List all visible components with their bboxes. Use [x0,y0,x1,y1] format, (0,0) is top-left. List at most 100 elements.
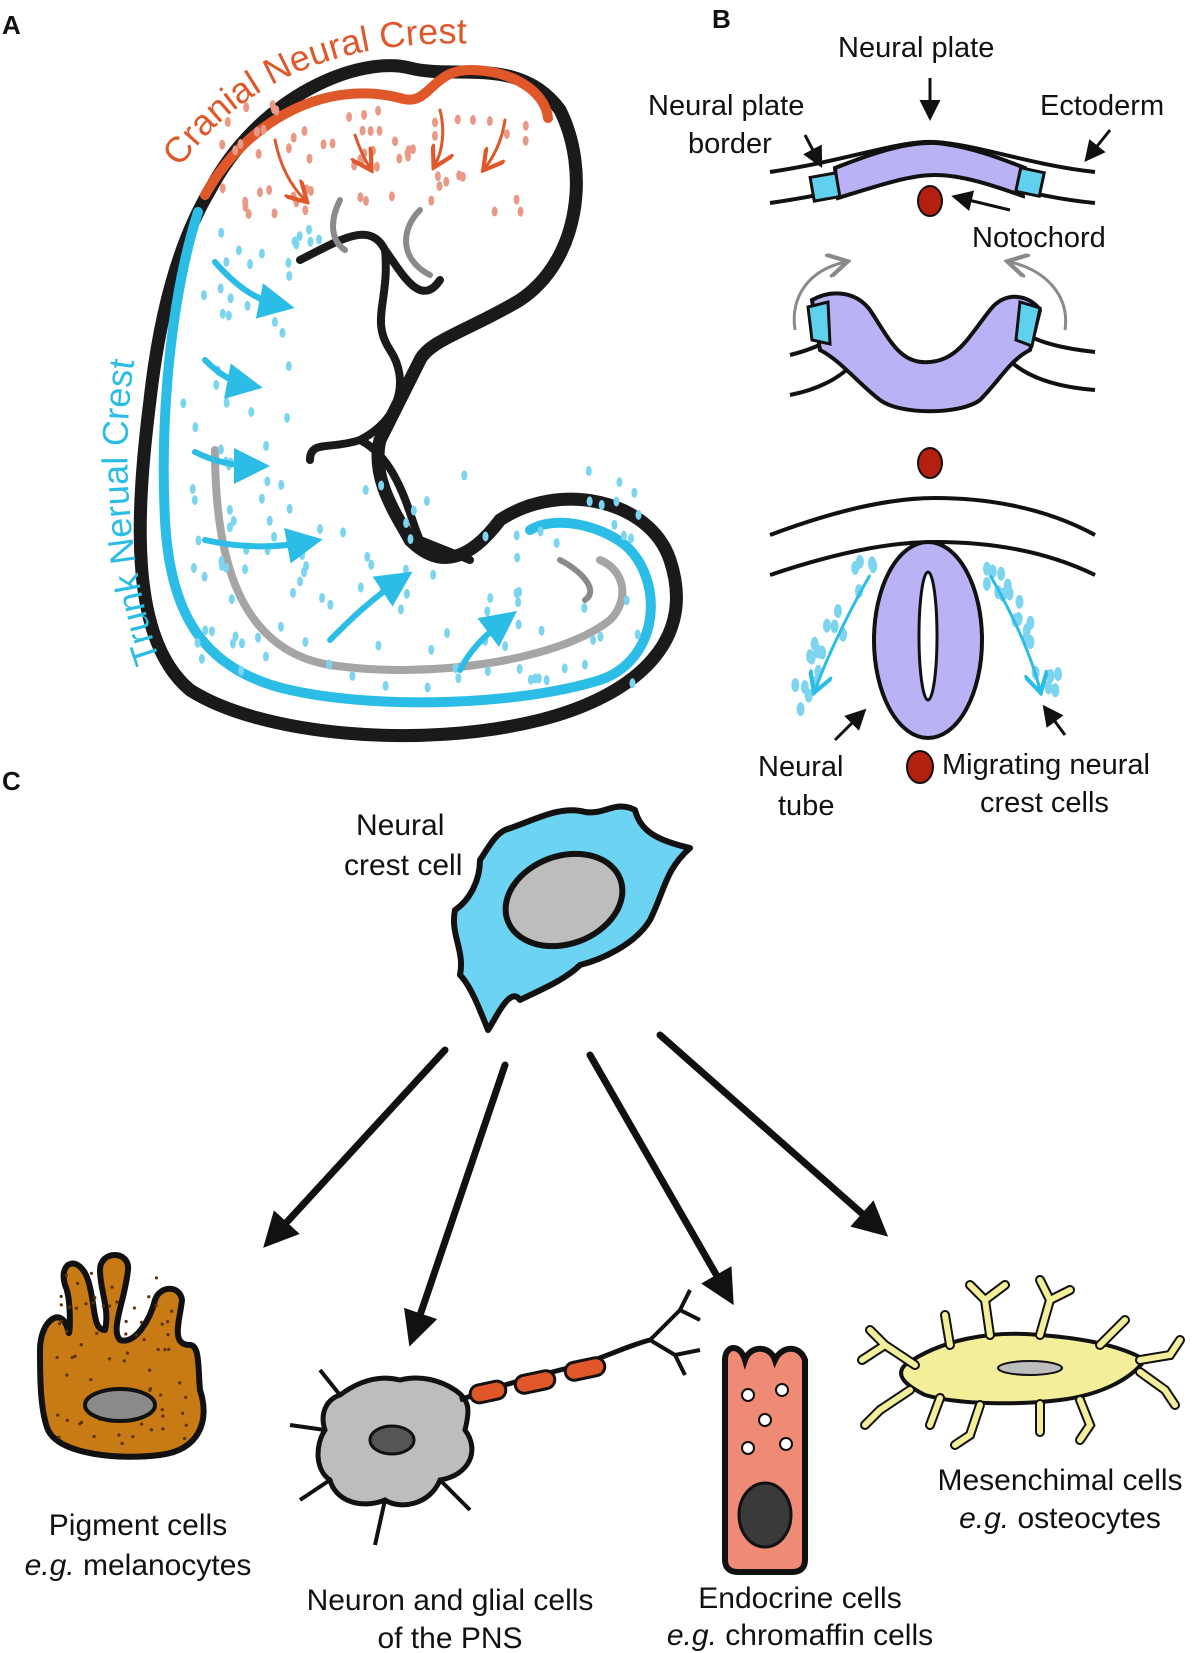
label-neural-plate-border-2: border [688,128,772,160]
migrating-crest-cell [806,649,815,664]
melanin-granule [156,1347,160,1352]
trunk-crest-cell [296,231,303,242]
cranial-crest-cell [376,125,383,136]
trunk-crest-cell [623,595,630,606]
arrow-to-endocrine [586,1051,734,1306]
cranial-crest-cell [363,195,370,206]
label-migrating-2: crest cells [980,787,1109,819]
melanin-granules [55,1271,188,1446]
fate-mesenchymal-example: e.g. osteocytes [959,1502,1161,1535]
trunk-crest-cell [271,317,278,328]
cranial-crest-cell [320,139,327,150]
trunk-crest-cell [201,571,208,582]
trunk-crest-cell [378,480,385,491]
cranial-crest-cell [456,170,463,181]
trunk-crest-cell [634,629,641,640]
secretory-granule [741,1441,755,1455]
osteocyte-process [1097,1317,1128,1348]
cranial-crest-cell [224,116,231,127]
neuron-cell [289,1289,701,1546]
melanin-granule [147,1368,152,1372]
trunk-crest-cell [628,533,635,544]
cranial-migration-arrows [273,108,507,200]
migrating-crest-cell [830,619,839,634]
trunk-crest-cell [226,522,233,533]
trunk-crest-cell [192,422,199,433]
melanin-granule [101,1304,105,1308]
osteocyte-process [1137,1337,1183,1363]
trunk-crest-cell [327,599,334,610]
panel-c: C Neural crest cell [2,766,1185,1653]
melanin-granule [134,1333,138,1337]
trunk-crest-cell [484,666,491,677]
trunk-crest-cell [535,673,542,684]
neural-plate-border-right [1013,165,1047,199]
melanin-granule [92,1434,96,1439]
trunk-crest-cell [263,440,270,451]
trunk-crest-cell [278,479,285,490]
trunk-arrow [202,528,323,564]
endocrine-cell [722,1345,808,1575]
trunk-crest-cell [180,398,187,409]
migrating-crest-cell [999,587,1008,602]
cranial-crest-cell [301,126,308,137]
migrating-crest-cell [814,644,823,659]
cranial-crest-cell [245,208,252,219]
cranial-crest-cell [302,205,309,216]
trunk-crest-cell [277,621,284,632]
pointer-notochord [951,190,1011,212]
trunk-crest-cell [364,551,371,562]
cranial-crest-cell [266,185,273,196]
osteocyte-process [927,1395,943,1428]
trunk-crest-cell [613,496,620,507]
migrating-crest-cell [1046,669,1055,684]
trunk-crest-cell [543,675,550,686]
trunk-crest-cell [198,653,205,664]
cranial-crest-cell [219,139,226,150]
melanin-granule [131,1435,135,1439]
trunk-crest-cell [235,245,242,256]
trunk-crest-cell [285,361,292,372]
osteocyte-process [862,1387,913,1428]
trunk-crest-cell [616,477,623,488]
embryo-outline [133,59,683,743]
osteocyte-process [942,1312,953,1348]
trunk-crest-cell [515,619,522,630]
melanin-granule [84,1302,88,1306]
trunk-crest-cell [217,283,224,294]
cranial-crest-cell [306,153,313,164]
mesenchymal-cell [857,1275,1185,1450]
trunk-crest-cell [368,559,375,570]
cranial-crest-cell [454,114,461,125]
cranial-crest-cell [436,181,443,192]
trunk-crest-cell [219,308,226,319]
osteocyte-process [982,1282,1008,1303]
cranial-crest-cell [271,208,278,219]
trunk-crest-cell [232,631,239,642]
cranial-crest-cell [242,201,249,212]
trunk-crest-cell [461,470,468,481]
cranial-crest-cell [517,206,524,217]
trunk-crest-cell [403,588,410,599]
trunk-crest-cell [289,587,296,598]
cranial-crest-cell [359,125,366,136]
trunk-crest-cell [407,534,414,545]
cranial-crest-cell [434,171,441,182]
melanin-granule [93,1296,97,1300]
melanin-granule [64,1273,68,1277]
trunk-crest-cell [258,248,265,259]
melanin-granule [74,1306,79,1310]
pointer-neural-tube [833,708,867,742]
melanin-granule [79,1420,84,1424]
myelin-sheath [563,1356,607,1382]
melanin-granule [158,1393,163,1397]
trunk-crest-cell [516,663,523,674]
trunk-crest-cell [423,496,430,507]
trunk-crest-cell [424,682,431,693]
trunk-crest-cell [218,227,225,238]
migrating-crest-cell [833,604,842,619]
cranial-crest-cell [237,139,244,150]
migrating-crest-cell [1022,623,1031,638]
trunk-crest-cell [515,597,522,608]
fold-border-right [1014,300,1042,349]
